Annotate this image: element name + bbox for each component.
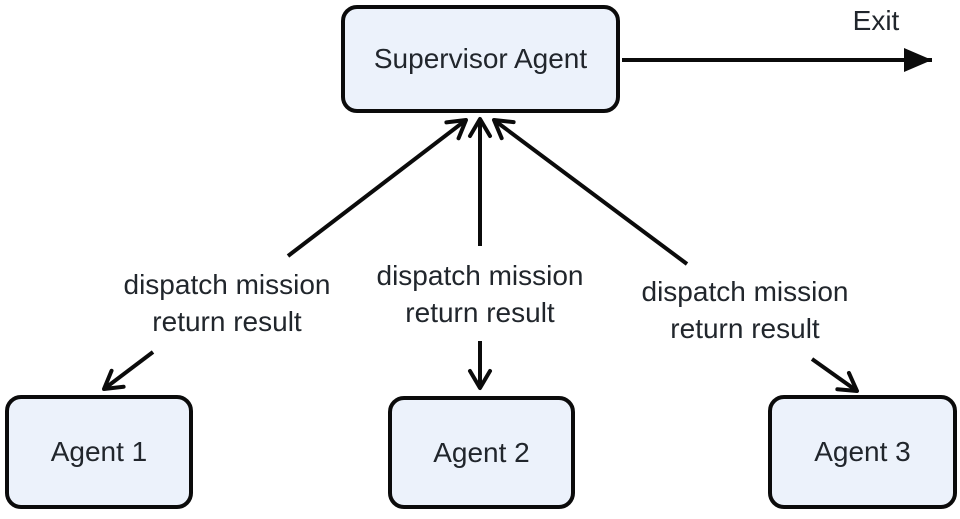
exit-edge-label: Exit xyxy=(852,5,900,36)
edge-label-agent3-line2: return result xyxy=(670,313,820,344)
node-supervisor-agent: Supervisor Agent xyxy=(341,5,620,113)
edge-label-agent1: dispatch mission return result xyxy=(87,266,367,340)
edge-label-agent1-line1: dispatch mission xyxy=(123,269,331,300)
edge-agent3-to-supervisor xyxy=(492,118,689,266)
node-agent-1: Agent 1 xyxy=(5,395,193,509)
node-agent-2: Agent 2 xyxy=(388,396,575,509)
node-supervisor-agent-label: Supervisor Agent xyxy=(373,43,588,74)
edge-label-agent2: dispatch mission return result xyxy=(340,257,620,331)
node-agent-3-label: Agent 3 xyxy=(814,436,911,467)
edge-label-agent2-line1: dispatch mission xyxy=(376,260,584,291)
edge-supervisor-to-agent1 xyxy=(101,350,155,391)
edge-label-agent1-line2: return result xyxy=(152,306,302,337)
edge-label-agent2-line2: return result xyxy=(405,297,555,328)
edge-agent1-to-supervisor xyxy=(286,118,468,258)
node-agent-3: Agent 3 xyxy=(768,395,957,509)
edge-supervisor-to-agent3 xyxy=(810,357,859,393)
node-agent-1-label: Agent 1 xyxy=(50,436,148,467)
edge-label-agent3-line1: dispatch mission xyxy=(641,276,849,307)
node-agent-2-label: Agent 2 xyxy=(433,436,530,468)
edge-label-agent3: dispatch mission return result xyxy=(605,273,885,347)
